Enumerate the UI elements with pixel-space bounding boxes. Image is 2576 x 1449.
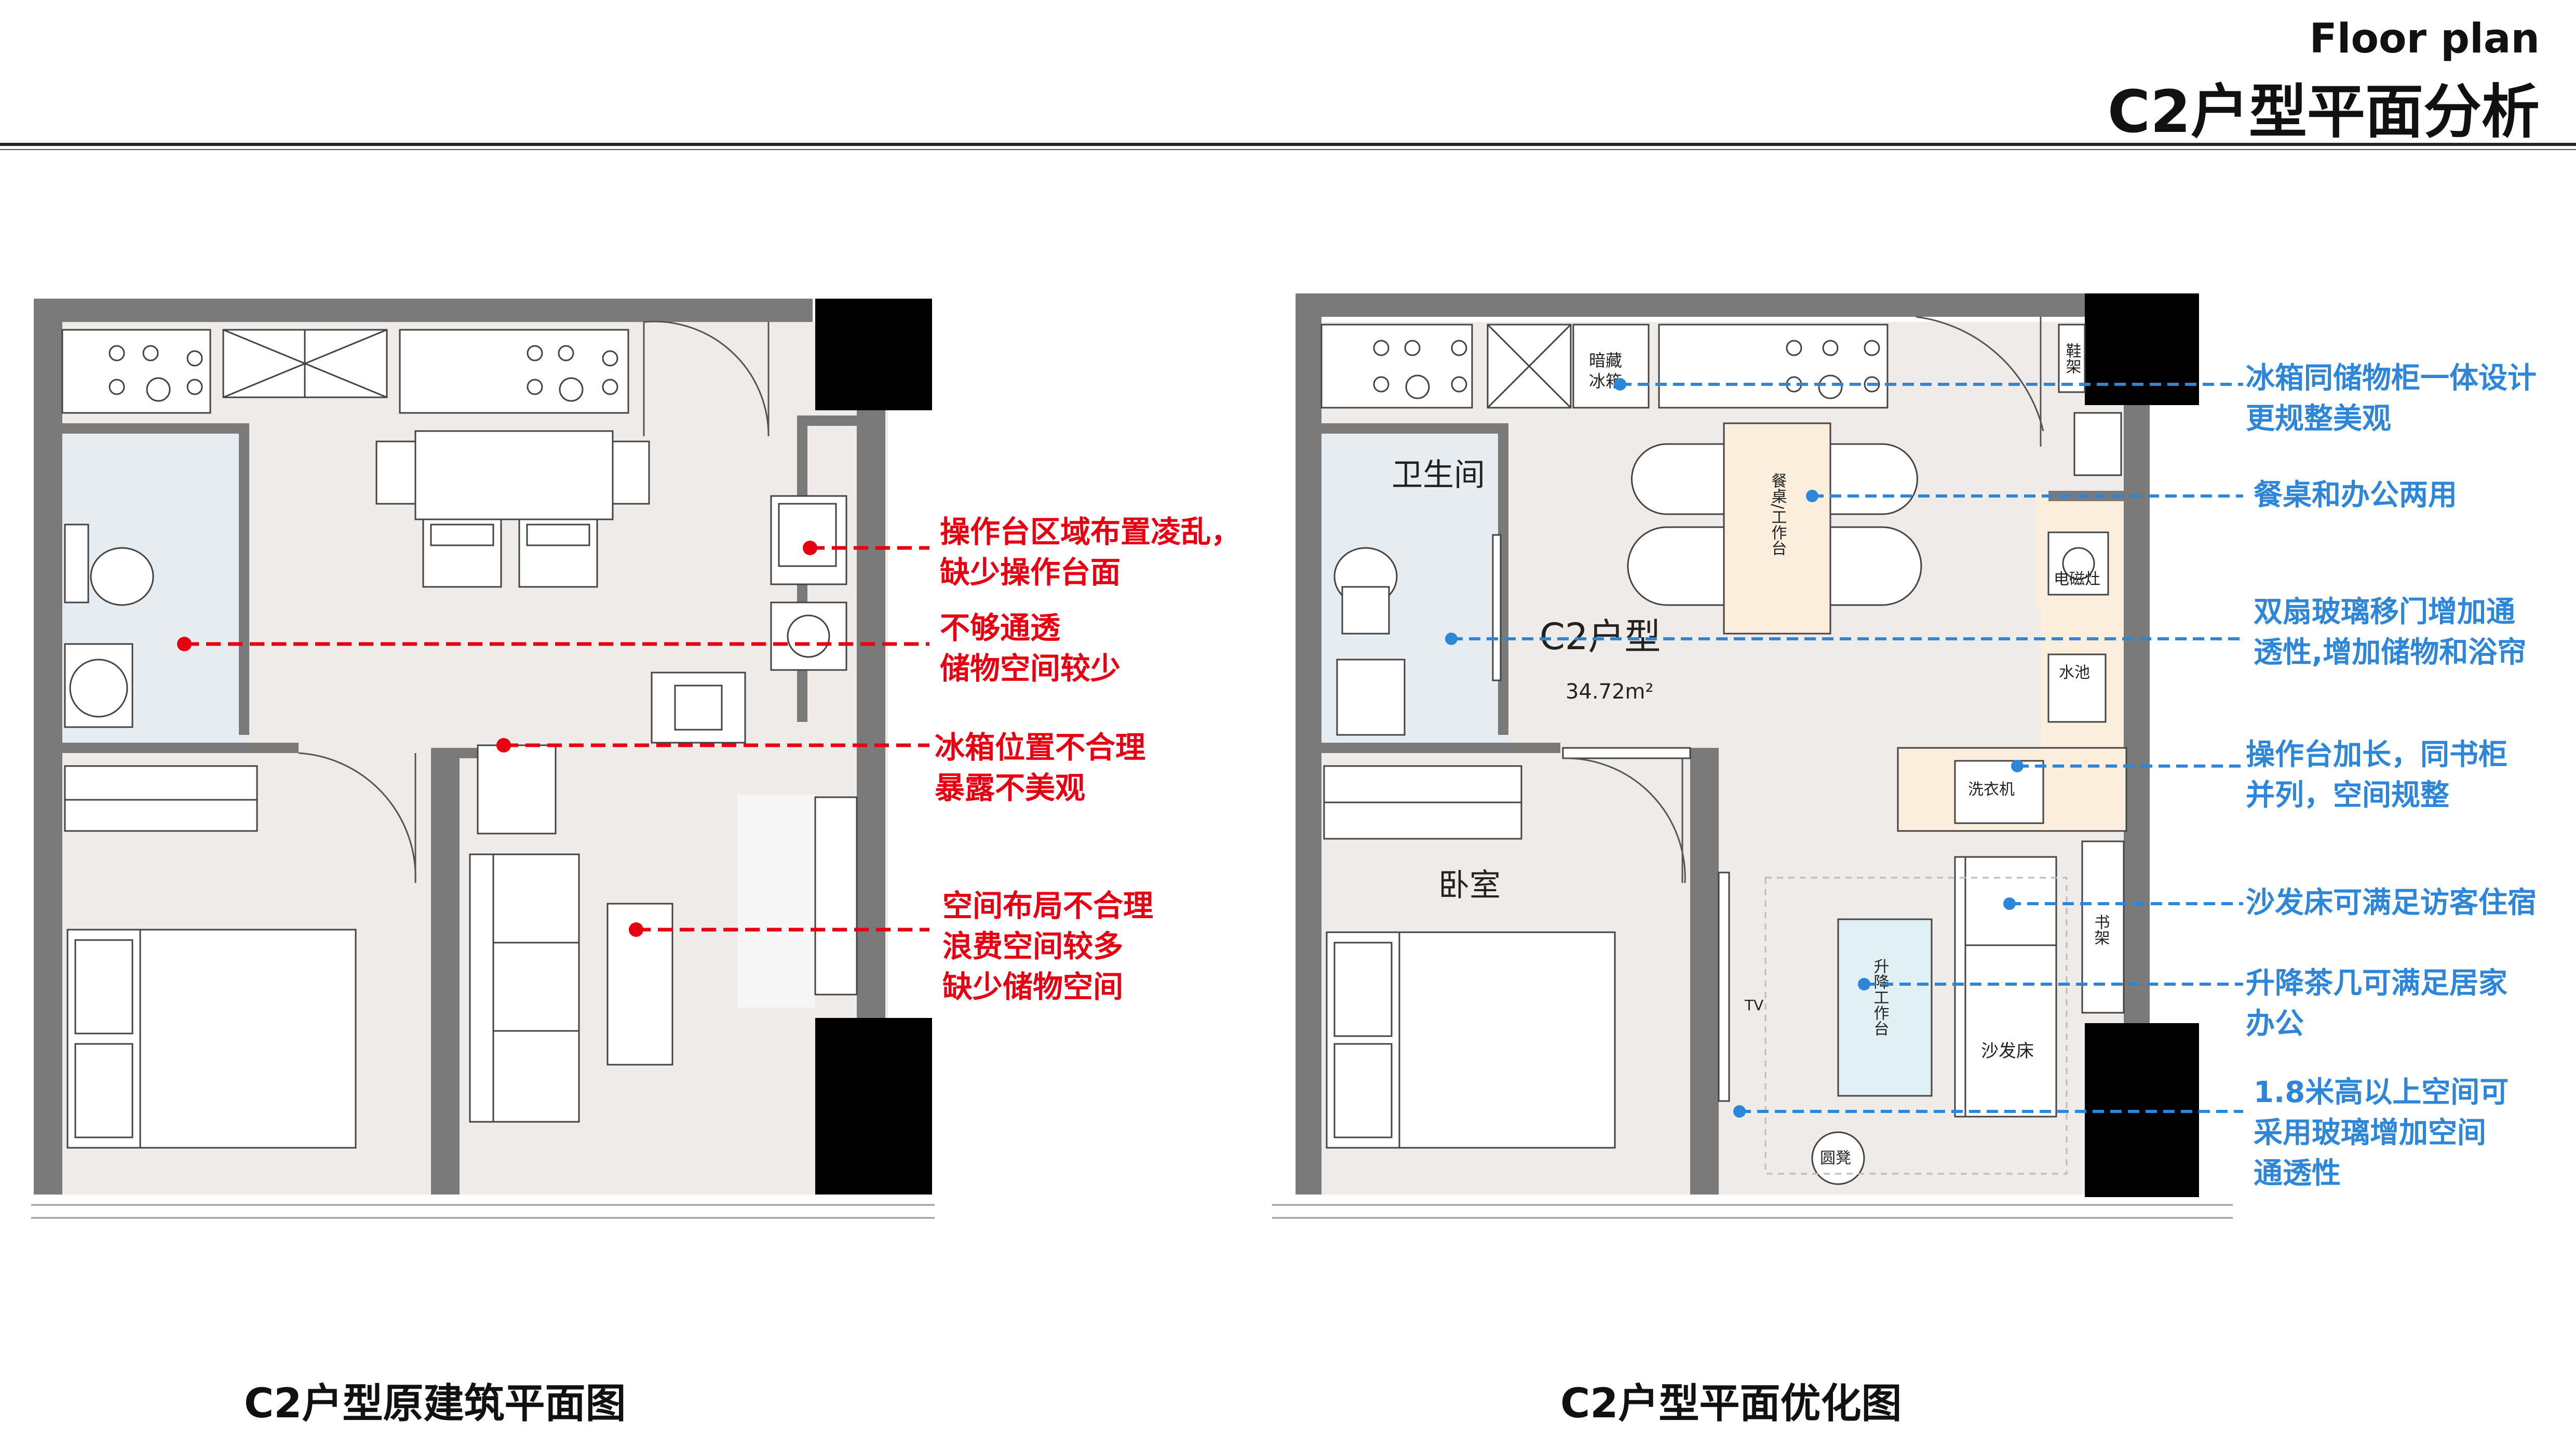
optimized-annotation-3: 双扇玻璃移门增加通 透性,增加储物和浴帘: [2254, 592, 2526, 673]
annotation-line: 暴露不美观: [935, 770, 1086, 806]
optimized-dining-set: [1627, 422, 1922, 635]
label-desk: 升降工作台: [1871, 958, 1889, 1036]
optimized-doors: [1562, 316, 2068, 1175]
optimized-bed: [1326, 931, 1616, 1149]
optimized-annotation-1: 冰箱同储物柜一体设计 更规整美观: [2246, 358, 2537, 439]
label-washer: 洗衣机: [1968, 781, 2015, 799]
annotation-line: 双扇玻璃移门增加通: [2254, 595, 2515, 629]
label-shoe: 鞋架: [2063, 343, 2081, 374]
optimized-annotation-2: 餐桌和办公两用: [2254, 475, 2457, 516]
annotation-line: 浪费空间较多: [942, 929, 1124, 964]
optimized-window-rail: [1272, 1204, 2233, 1219]
original-annotation-1: 操作台区域布置凌乱， 缺少操作台面: [940, 512, 1241, 593]
original-bed: [66, 929, 357, 1149]
label-induction: 电磁灶: [2054, 570, 2100, 588]
annotation-line: 冰箱同储物柜一体设计: [2246, 361, 2537, 395]
original-kitchen-appliances: [477, 495, 847, 835]
annotation-line: 操作台加长，同书柜: [2246, 738, 2507, 772]
label-unit: C2户型: [1540, 615, 1661, 658]
optimized-annotation-7: 1.8米高以上空间可 采用玻璃增加空间 通透性: [2254, 1072, 2508, 1194]
original-dining-set: [375, 430, 650, 588]
original-walls: [34, 299, 885, 1195]
label-bookshelf: 书架: [2092, 914, 2110, 945]
annotation-line: 沙发床可满足访客住宿: [2246, 886, 2537, 920]
annotation-line: 更规整美观: [2246, 402, 2391, 436]
annotation-line: 透性,增加储物和浴帘: [2254, 636, 2527, 669]
original-doors: [298, 320, 770, 883]
optimized-annotation-5: 沙发床可满足访客住宿: [2246, 883, 2537, 923]
annotation-line: 缺少操作台面: [940, 555, 1121, 590]
label-stool: 圆凳: [1820, 1149, 1851, 1168]
annotation-line: 不够通透: [940, 610, 1061, 646]
original-annotation-3: 冰箱位置不合理 暴露不美观: [935, 727, 1145, 808]
label-sink: 水池: [2059, 664, 2090, 682]
optimized-kitchen: [1897, 531, 2127, 832]
annotation-line: 储物空间较少: [940, 651, 1121, 686]
caption-optimized: C2户型平面优化图: [1560, 1380, 1902, 1427]
label-area: 34.72m²: [1566, 680, 1654, 704]
annotation-line: 通透性: [2254, 1157, 2341, 1190]
optimized-annotation-leaders: [1445, 378, 2243, 1118]
annotation-line: 冰箱位置不合理: [935, 730, 1146, 765]
optimized-columns: [2085, 293, 2199, 1197]
annotation-line: 缺少储物空间: [942, 969, 1124, 1004]
original-annotation-leaders: [177, 541, 929, 937]
original-sofa: [469, 796, 858, 1123]
label-dining: 餐桌/工作台: [1769, 473, 1787, 556]
annotation-line: 空间布局不合理: [942, 888, 1154, 923]
annotation-line: 操作台区域布置凌乱，: [940, 514, 1242, 549]
header-title-en: Floor plan: [2309, 16, 2540, 62]
optimized-annotation-6: 升降茶几可满足居家 办公: [2246, 963, 2507, 1044]
original-columns: [815, 299, 932, 1195]
original-closet: [64, 765, 258, 832]
original-window-rail: [31, 1204, 935, 1219]
optimized-bathroom-fixtures: [1333, 534, 1502, 736]
original-annotation-4: 空间布局不合理 浪费空间较多 缺少储物空间: [942, 886, 1153, 1007]
header-rule-thin: [0, 149, 2576, 150]
label-bedroom: 卧室: [1438, 867, 1501, 904]
label-tv: TV: [1744, 997, 1763, 1014]
original-annotation-2: 不够通透 储物空间较少: [940, 608, 1121, 689]
original-bathroom-fixtures: [64, 524, 154, 728]
label-hidden-fridge-1: 暗藏: [1589, 351, 1622, 370]
annotation-line: 升降茶几可满足居家: [2246, 967, 2507, 1000]
optimized-annotation-4: 操作台加长，同书柜 并列，空间规整: [2246, 735, 2507, 816]
header-rule: [0, 143, 2576, 146]
annotation-line: 餐桌和办公两用: [2254, 478, 2457, 512]
label-sofa: 沙发床: [1981, 1041, 2034, 1062]
annotation-line: 并列，空间规整: [2246, 779, 2449, 812]
annotation-line: 采用玻璃增加空间: [2254, 1116, 2486, 1150]
original-cabinet: [222, 329, 388, 398]
optimized-cabinets: [1320, 324, 2122, 476]
original-stoves: [61, 329, 629, 414]
caption-original: C2户型原建筑平面图: [244, 1380, 626, 1427]
annotation-line: 1.8米高以上空间可: [2254, 1076, 2509, 1109]
header-title-cn: C2户型平面分析: [2107, 78, 2540, 146]
optimized-closet: [1323, 747, 1691, 840]
optimized-room-labels: 卫生间 C2户型 34.72m² 卧室 暗藏 冰箱 餐桌/工作台 电磁灶 水池 …: [1392, 343, 2110, 1168]
label-bathroom: 卫生间: [1392, 457, 1485, 493]
annotation-line: 办公: [2246, 1007, 2304, 1041]
